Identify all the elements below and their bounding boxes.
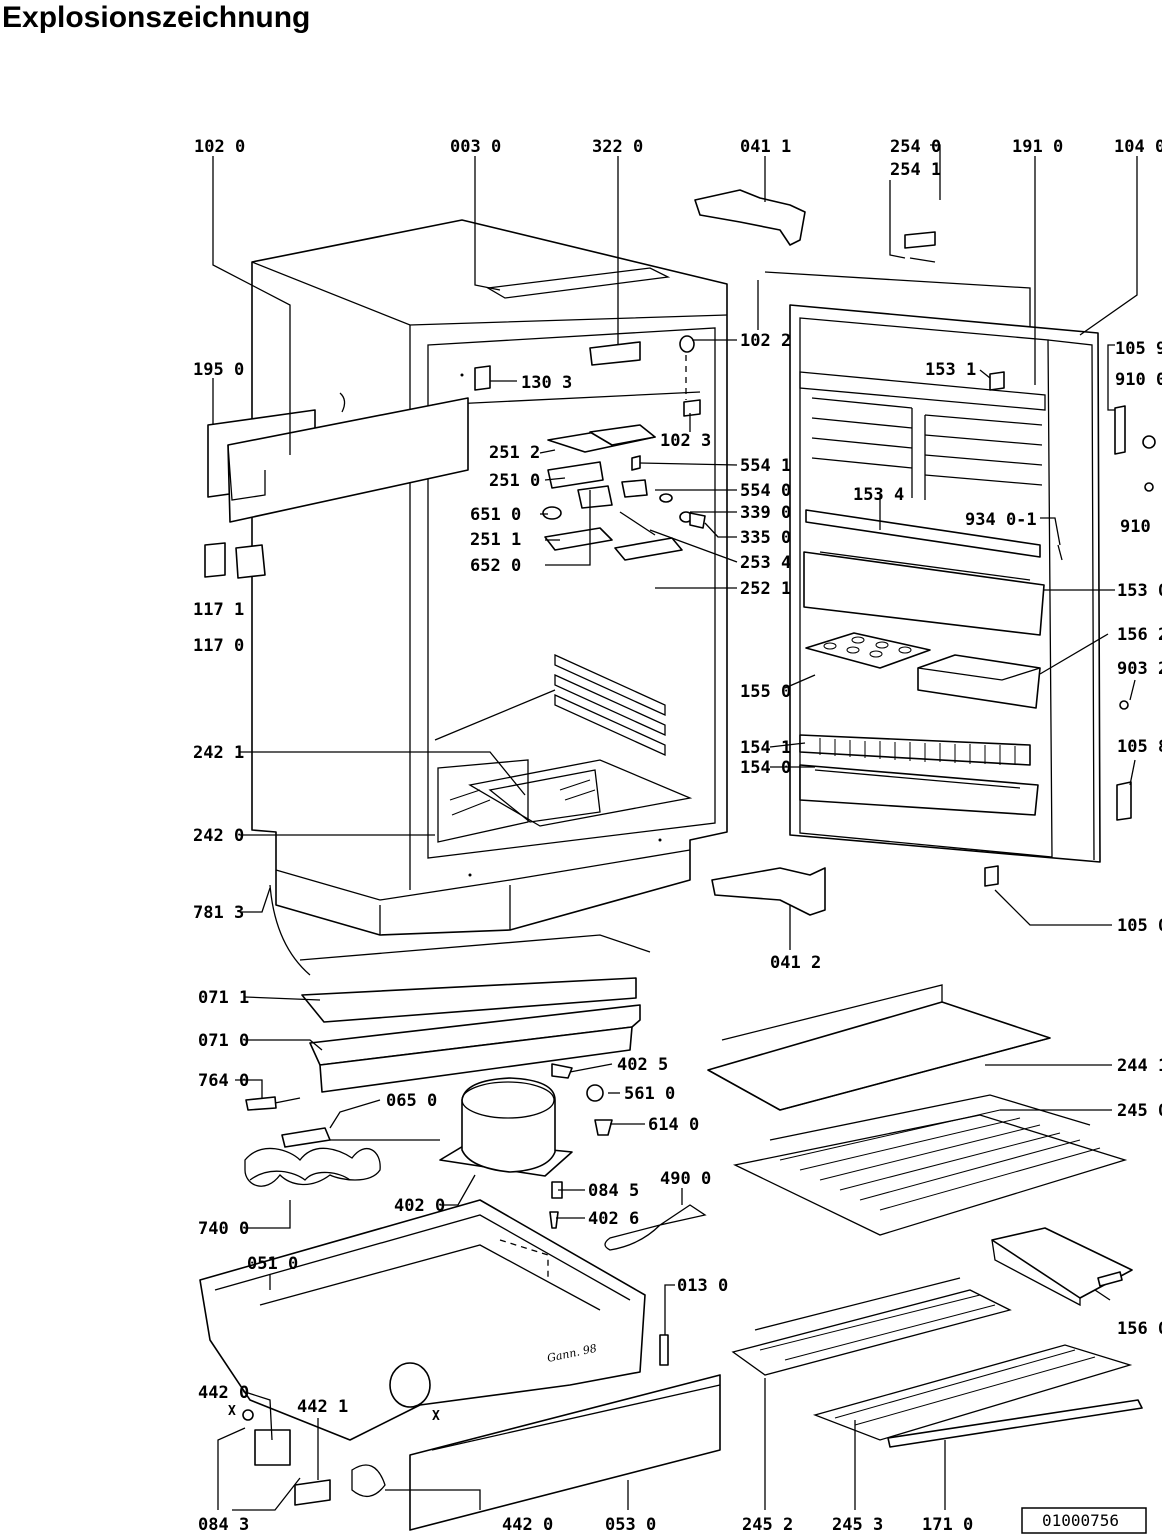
callout-102-2: 102 2 <box>740 331 791 351</box>
callout-117-1: 117 1 <box>193 600 244 620</box>
callout-251-2: 251 2 <box>489 443 540 463</box>
callout-153-0: 153 0 <box>1117 581 1162 601</box>
callout-910-0: 910 0 <box>1115 370 1162 390</box>
callout-740-0: 740 0 <box>198 1219 249 1239</box>
leader-lines <box>212 144 1138 1511</box>
callout-561-0: 561 0 <box>624 1084 675 1104</box>
callout-402-5: 402 5 <box>617 1055 668 1075</box>
callout-084-3: 084 3 <box>198 1515 249 1535</box>
callout-154-0: 154 0 <box>740 758 791 778</box>
callout-105-0: 105 0 <box>1117 916 1162 936</box>
callout-153-1: 153 1 <box>925 360 976 380</box>
callout-102-3: 102 3 <box>660 431 711 451</box>
callout-652-0: 652 0 <box>470 556 521 576</box>
base-panels <box>269 884 651 1093</box>
callout-065-0: 065 0 <box>386 1091 437 1111</box>
callout-053-0: 053 0 <box>605 1515 656 1535</box>
callout-251-1: 251 1 <box>470 530 521 550</box>
callout-071-0: 071 0 <box>198 1031 249 1051</box>
drawing-code-box: 01000756 <box>1021 1507 1147 1534</box>
callout-153-4: 153 4 <box>853 485 904 505</box>
callout-084-5: 084 5 <box>588 1181 639 1201</box>
cabinet-body <box>251 219 728 936</box>
callout-051-0: 051 0 <box>247 1254 298 1274</box>
callout-402-0: 402 0 <box>394 1196 445 1216</box>
callout-104-0: 104 0 <box>1114 137 1162 157</box>
callout-130-3: 130 3 <box>521 373 572 393</box>
callout-245-2: 245 2 <box>742 1515 793 1535</box>
callout-242-0: 242 0 <box>193 826 244 846</box>
callout-191-0: 191 0 <box>1012 137 1063 157</box>
callout-554-1: 554 1 <box>740 456 791 476</box>
callout-117-0: 117 0 <box>193 636 244 656</box>
callout-251-0: 251 0 <box>489 471 540 491</box>
callout-155-0: 155 0 <box>740 682 791 702</box>
callout-156-0: 156 0 <box>1117 1319 1162 1339</box>
callout-442-0-left: 442 0 <box>198 1383 249 1403</box>
machine-tray-051 <box>199 1199 721 1531</box>
callout-102-0-top: 102 0 <box>194 137 245 157</box>
callout-910-1: 910 1 <box>1120 517 1162 537</box>
callout-322-0: 322 0 <box>592 137 643 157</box>
callout-442-0-bottom: 442 0 <box>502 1515 553 1535</box>
cross-mark-left: X <box>228 1404 236 1419</box>
callout-254-0: 254 0 <box>890 137 941 157</box>
callout-242-1: 242 1 <box>193 743 244 763</box>
callout-171-0: 171 0 <box>922 1515 973 1535</box>
callout-105-9: 105 9 <box>1115 339 1162 359</box>
callout-244-1: 244 1 <box>1117 1056 1162 1076</box>
callout-934-0-1: 934 0-1 <box>965 510 1037 530</box>
callout-245-0: 245 0 <box>1117 1101 1162 1121</box>
callout-614-0: 614 0 <box>648 1115 699 1135</box>
hinges-and-small-parts <box>694 189 1156 916</box>
callout-402-6: 402 6 <box>588 1209 639 1229</box>
door-assembly <box>757 271 1101 863</box>
callout-245-3: 245 3 <box>832 1515 883 1535</box>
callout-764-0: 764 0 <box>198 1071 249 1091</box>
callout-labels: 102 0 003 0 322 0 041 1 254 0 254 1 191 … <box>193 137 1162 1535</box>
callout-154-1: 154 1 <box>740 738 791 758</box>
callout-335-0: 335 0 <box>740 528 791 548</box>
front-panel-195 <box>204 392 469 579</box>
callout-339-0: 339 0 <box>740 503 791 523</box>
callout-651-0: 651 0 <box>470 505 521 525</box>
callout-253-4: 253 4 <box>740 553 791 573</box>
callout-071-1: 071 1 <box>198 988 249 1008</box>
callout-442-1: 442 1 <box>297 1397 348 1417</box>
callout-781-3: 781 3 <box>193 903 244 923</box>
callout-903-2: 903 2 <box>1117 659 1162 679</box>
callout-041-1: 041 1 <box>740 137 791 157</box>
callout-490-0: 490 0 <box>660 1169 711 1189</box>
cross-mark-tray: X <box>432 1409 440 1424</box>
thermostat-housing-parts <box>474 335 706 561</box>
callout-105-8: 105 8 <box>1117 737 1162 757</box>
glass-shelves-and-grids <box>707 984 1143 1448</box>
callout-252-1: 252 1 <box>740 579 791 599</box>
callout-195-0: 195 0 <box>193 360 244 380</box>
callout-013-0: 013 0 <box>677 1276 728 1296</box>
callout-041-2: 041 2 <box>770 953 821 973</box>
callout-254-1: 254 1 <box>890 160 941 180</box>
compressor-assembly <box>244 1063 707 1251</box>
page-title: Explosionszeichnung <box>2 1 311 34</box>
callout-554-0: 554 0 <box>740 481 791 501</box>
callout-156-2: 156 2 <box>1117 625 1162 645</box>
callout-003-0: 003 0 <box>450 137 501 157</box>
drawing-code: 01000756 <box>1042 1511 1119 1530</box>
